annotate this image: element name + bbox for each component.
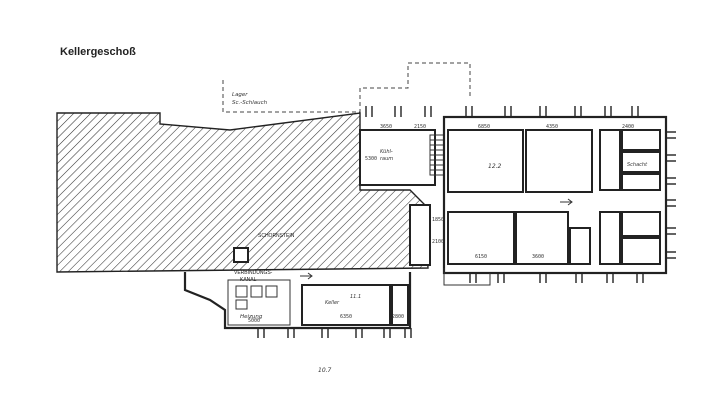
kuehlraum-label-1: Kühl- (380, 149, 393, 155)
room-lower-1 (447, 211, 515, 265)
heizung-label: Heizung (240, 314, 263, 320)
room-upper-2 (525, 129, 593, 193)
heizung-room (227, 279, 291, 326)
room-upper-6 (621, 173, 661, 191)
dim-text-9: 5000 (248, 318, 260, 324)
window-markers-bottom (257, 273, 644, 338)
window-markers-right (666, 131, 676, 259)
arrow-1 (300, 272, 313, 280)
room-12-2 (447, 129, 524, 193)
hatched-area (56, 112, 429, 273)
schlauch-label: Sc.-Schlauch (232, 100, 268, 106)
lower-small-room (391, 284, 409, 326)
room-lower-4 (599, 211, 621, 265)
lager-outline (222, 62, 471, 113)
dim-text-2: 2150 (414, 124, 426, 130)
window-markers-top (365, 106, 639, 117)
dim-text-12: 1850 (432, 217, 444, 223)
dim-text-1: 3650 (380, 124, 392, 130)
dim-text-8: 3600 (532, 254, 544, 260)
kuehlraum-room (359, 129, 436, 186)
dim-text-11: 2800 (392, 314, 404, 320)
corridor-shaft (409, 204, 431, 266)
arrow-2 (560, 198, 573, 206)
verbindungskanal-label-2: KANAL (240, 277, 257, 283)
east-wing-outline (442, 115, 668, 275)
room-lower-5 (621, 211, 661, 237)
room-upper-5 (621, 151, 661, 173)
room-lower-2 (515, 211, 569, 265)
verbindungskanal-label-1: VERBINDUNGS- (234, 270, 273, 276)
schornstein-label: SCHORNSTEIN (258, 233, 295, 239)
room-lower-6 (621, 237, 661, 265)
room-lower-3 (569, 227, 591, 265)
schacht-label: Schacht (627, 162, 648, 168)
keller-room (301, 284, 391, 326)
dim-text-13: 2100 (432, 239, 444, 245)
room-upper-4 (621, 129, 661, 151)
dim-text-4: 4350 (546, 124, 558, 130)
room-upper-3 (599, 129, 621, 191)
dim-text-3: 6850 (478, 124, 490, 130)
page-note: 10.7 (318, 367, 332, 374)
room-12-2-number: 12.2 (488, 163, 502, 170)
heizung-outline (183, 272, 412, 330)
staircase (429, 134, 445, 176)
entrance-steps (443, 268, 491, 286)
dim-text-5: 2400 (622, 124, 634, 130)
lager-label: Lager (232, 92, 248, 98)
schornstein-box (233, 247, 249, 263)
room-11-1-number: 11.1 (350, 294, 361, 300)
kuehlraum-label-2: raum (380, 156, 393, 162)
dim-text-7: 6150 (475, 254, 487, 260)
keller-label: Keller (325, 300, 340, 306)
boilers (235, 285, 278, 310)
dim-text-10: 6350 (340, 314, 352, 320)
dim-text-6: 5300 (365, 156, 377, 162)
plan-title: Kellergeschoß (60, 46, 136, 58)
